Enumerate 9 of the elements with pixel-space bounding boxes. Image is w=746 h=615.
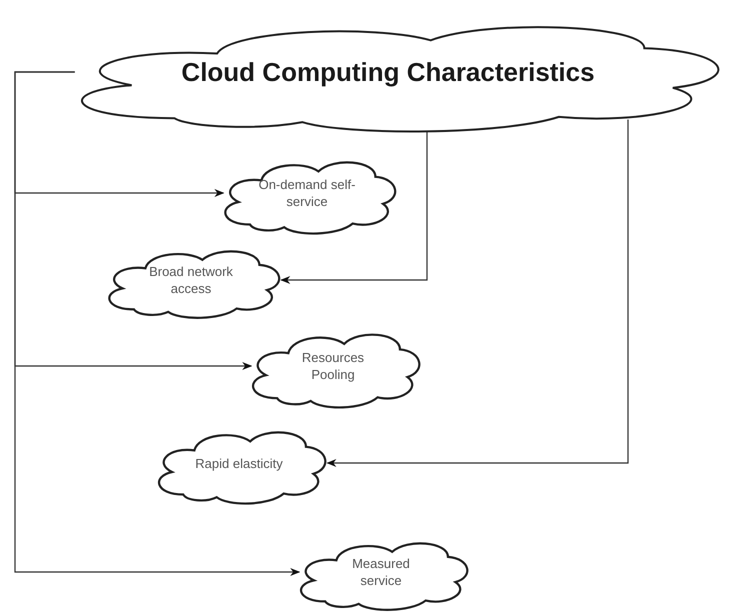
cloud-label: Broad network access — [148, 263, 234, 297]
cloud-label: Cloud Computing Characteristics — [181, 56, 595, 88]
cloud-label: Measured service — [351, 555, 411, 589]
arrow — [326, 120, 629, 467]
arrow — [280, 131, 428, 284]
arrow — [14, 71, 300, 576]
cloud-label: Rapid elasticity — [194, 454, 284, 472]
cloud-label: Resources Pooling — [300, 349, 366, 383]
cloud-label: On-demand self-service — [258, 176, 356, 210]
